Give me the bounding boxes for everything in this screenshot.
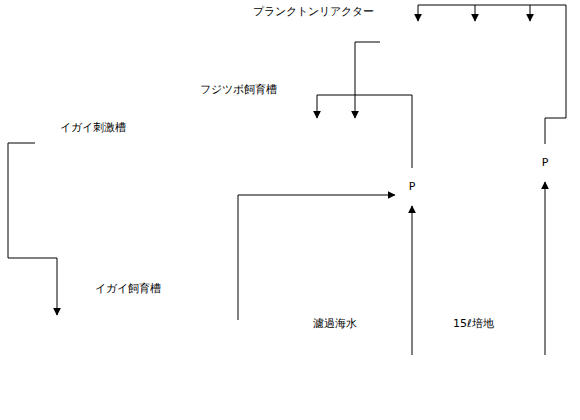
medium-carboy: 15ℓ培地 bbox=[445, 222, 570, 410]
tank-wall bbox=[195, 104, 361, 166]
flow-pipe bbox=[238, 195, 395, 320]
manifold-drop bbox=[418, 5, 419, 21]
carboy-neck bbox=[465, 224, 550, 240]
barnacle-figure bbox=[233, 144, 242, 154]
mussel-tank-outline bbox=[35, 280, 265, 395]
flow-pipe bbox=[530, 5, 566, 144]
medium-carboy-outline bbox=[445, 222, 570, 410]
tank-water bbox=[35, 140, 195, 190]
plankton-reactor: プランクトンリアクター bbox=[380, 22, 570, 84]
flask-figure bbox=[448, 22, 502, 80]
outflow-pipe bbox=[380, 42, 552, 43]
funnel-bottom bbox=[200, 166, 361, 188]
flow-pipe bbox=[545, 182, 546, 355]
flow-pipe bbox=[355, 42, 380, 118]
liquid-level bbox=[451, 290, 564, 291]
tank-wall bbox=[35, 280, 265, 394]
mussel-stimulus-tank: イガイ刺激槽 bbox=[35, 118, 195, 190]
mussel-figure bbox=[166, 364, 195, 390]
reactor-heading: プランクトンリアクター bbox=[253, 5, 374, 19]
manifold-pipe bbox=[418, 5, 530, 6]
flow-pipe bbox=[412, 206, 413, 355]
seawater-carboy-outline bbox=[305, 222, 430, 410]
flow-pipe bbox=[8, 143, 57, 315]
mussel-figure bbox=[89, 155, 118, 181]
carboy-label: 15ℓ培地 bbox=[453, 317, 494, 331]
tank-water bbox=[200, 120, 361, 166]
tank-water bbox=[35, 297, 265, 395]
mussel-figure bbox=[211, 364, 240, 390]
barnacle-figure bbox=[329, 144, 338, 154]
carboy-label: 濾過海水 bbox=[313, 317, 357, 331]
barnacle-tank-outline bbox=[195, 118, 362, 190]
flow-pipe bbox=[317, 95, 412, 168]
mussel-figure bbox=[121, 364, 150, 390]
barnacle-figure bbox=[265, 144, 274, 154]
barnacle-figure bbox=[297, 144, 306, 154]
pump-circle: P bbox=[393, 168, 431, 206]
liquid-level bbox=[311, 290, 424, 291]
manifold-drop bbox=[475, 5, 476, 21]
mussel-figure bbox=[66, 157, 95, 183]
pump-circle: P bbox=[526, 144, 564, 182]
carboy-neck bbox=[325, 224, 410, 240]
mussel-figure bbox=[76, 364, 105, 390]
flask-figure bbox=[503, 22, 557, 80]
seawater-carboy: 濾過海水 bbox=[305, 222, 430, 410]
tank-label: イガイ飼育槽 bbox=[95, 282, 161, 296]
mussel-tank: イガイ飼育槽 bbox=[35, 280, 265, 395]
pump-label: P bbox=[542, 156, 549, 170]
carboy-body bbox=[451, 236, 564, 409]
plankton-reactor-outline bbox=[380, 22, 570, 84]
mesh-line bbox=[205, 155, 350, 157]
carboy-body bbox=[311, 236, 424, 409]
barnacle-tank: フジツボ飼育槽 bbox=[195, 118, 362, 190]
flask-figure bbox=[391, 22, 445, 80]
tank-label: イガイ刺激槽 bbox=[60, 121, 126, 135]
feed-manifold bbox=[418, 5, 530, 21]
tank-heading: フジツボ飼育槽 bbox=[200, 83, 277, 97]
pump-label: P bbox=[409, 180, 416, 194]
